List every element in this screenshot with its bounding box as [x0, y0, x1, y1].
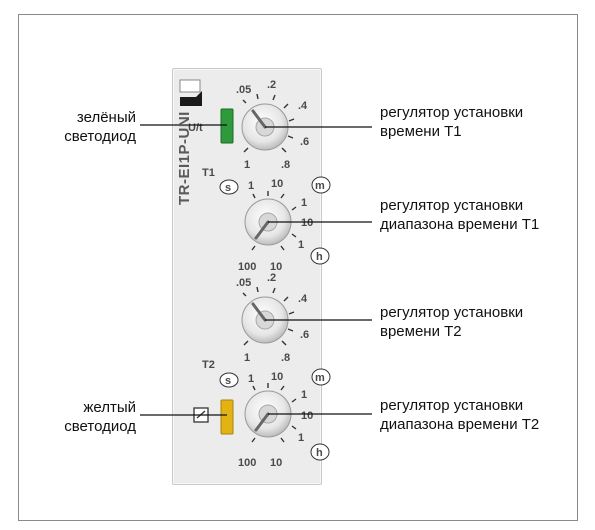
t1-scale-4: .4: [298, 100, 308, 112]
t1-range-label-line1: регулятор установки: [380, 197, 524, 214]
t1-scale-05: .05: [236, 84, 251, 96]
t1-range-10: 10: [271, 178, 283, 190]
t1-range-100: 100: [238, 261, 256, 273]
t2-scale-8: .8: [281, 352, 290, 364]
t2-range-label-line2: диапазона времени T2: [380, 416, 540, 433]
green-led-label-line2: светодиод: [64, 128, 136, 145]
t2-time-label-line1: регулятор установки: [380, 304, 524, 321]
t1-range-1: 1: [248, 180, 254, 192]
t2-label: T2: [202, 359, 215, 371]
t2-range-10b: 10: [270, 457, 282, 469]
range-knob-t2[interactable]: [244, 383, 297, 443]
yellow-led: [220, 399, 234, 435]
power-plug-icon: [179, 79, 202, 106]
t1-range-10c: 10: [301, 217, 313, 229]
t2-scale-05: .05: [236, 277, 251, 289]
model-label: TR-EI1P-UNI: [176, 111, 193, 205]
t1-scale-2: .2: [267, 79, 276, 91]
unit-s-t1: s: [219, 179, 239, 195]
t2-range-label-line1: регулятор установки: [380, 397, 524, 414]
svg-text:s: s: [225, 182, 231, 194]
t2-range-1b: 1: [298, 432, 304, 444]
unit-h-t2: h: [310, 443, 330, 461]
range-knob-t1[interactable]: [244, 191, 297, 251]
t2-range-1c: 1: [301, 389, 307, 401]
t1-scale-6: .6: [300, 136, 309, 148]
t1-time-knob-label: регулятор установки времени T1: [380, 103, 523, 141]
t1-scale-1: 1: [244, 159, 250, 171]
t2-scale-2: .2: [267, 272, 276, 284]
t1-range-knob-label: регулятор установки диапазона времени T1: [380, 196, 539, 234]
t2-scale-4: .4: [298, 293, 308, 305]
t2-range-1: 1: [248, 373, 254, 385]
unit-h-t1: h: [310, 247, 330, 265]
svg-text:h: h: [316, 447, 323, 459]
green-led-label: зелёный светодиод: [40, 108, 136, 146]
t2-time-knob-label: регулятор установки времени T2: [380, 303, 523, 341]
svg-text:m: m: [315, 372, 325, 384]
t2-range-10: 10: [271, 371, 283, 383]
yellow-led-label-line1: желтый: [83, 399, 136, 416]
time-knob-t1[interactable]: [241, 93, 295, 153]
t1-label: T1: [202, 167, 215, 179]
t1-range-1b: 1: [298, 239, 304, 251]
t2-range-100: 100: [238, 457, 256, 469]
unit-m-t1: m: [311, 176, 331, 194]
t1-range-1c: 1: [301, 197, 307, 209]
unit-s-t2: s: [219, 372, 239, 388]
yellow-led-label-line2: светодиод: [64, 418, 136, 435]
t2-range-knob-label: регулятор установки диапазона времени T2: [380, 396, 539, 434]
t2-scale-1: 1: [244, 352, 250, 364]
svg-text:s: s: [225, 375, 231, 387]
svg-text:m: m: [315, 180, 325, 192]
t1-scale-8: .8: [281, 159, 290, 171]
leader-lines: [140, 124, 372, 416]
unit-m-t2: m: [311, 368, 331, 386]
t2-range-10c: 10: [301, 410, 313, 422]
yellow-led-label: желтый светодиод: [40, 398, 136, 436]
svg-text:h: h: [316, 251, 323, 263]
t1-time-label-line1: регулятор установки: [380, 104, 524, 121]
t1-range-10b: 10: [270, 261, 282, 273]
green-led-label-line1: зелёный: [76, 109, 136, 126]
green-led: [220, 108, 234, 144]
t1-range-label-line2: диапазона времени T1: [380, 216, 540, 233]
t2-scale-6: .6: [300, 329, 309, 341]
time-knob-t2[interactable]: [241, 286, 295, 346]
t2-time-label-line2: времени T2: [380, 323, 462, 340]
t1-time-label-line2: времени T1: [380, 123, 462, 140]
